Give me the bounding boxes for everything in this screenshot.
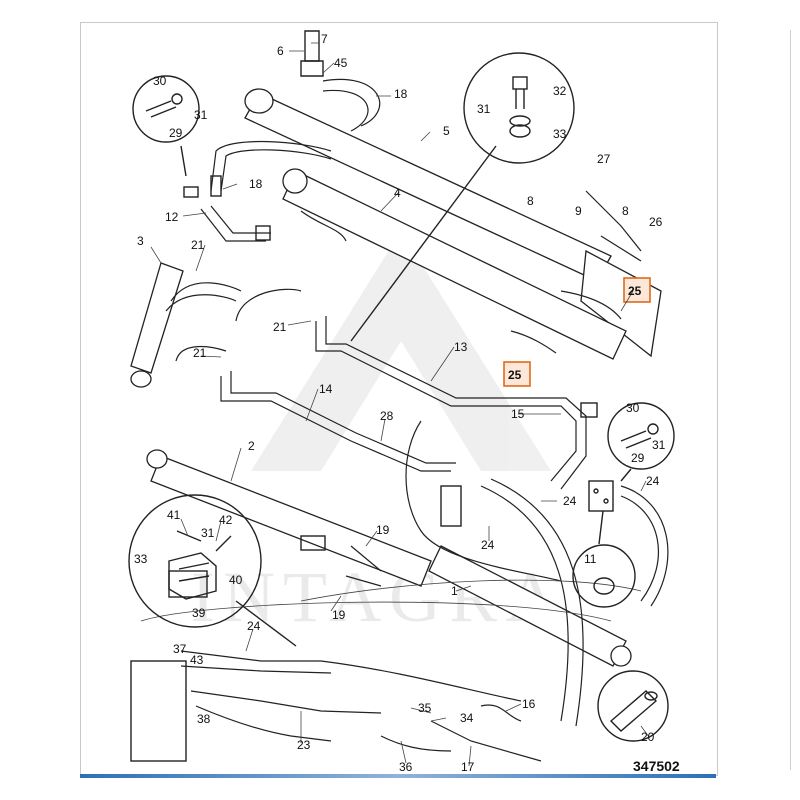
- inset-detail-30-31-29: [132, 75, 200, 177]
- callout-24: 24: [563, 494, 577, 508]
- callout-18: 18: [394, 87, 408, 101]
- callout-20: 20: [641, 730, 655, 744]
- callout-34: 34: [460, 711, 474, 725]
- callout-18: 18: [249, 177, 263, 191]
- inset-detail-20: [597, 670, 669, 742]
- callout-21: 21: [191, 238, 205, 252]
- cylinder-4: [282, 168, 627, 360]
- callout-35: 35: [418, 701, 432, 715]
- callout-43: 43: [190, 653, 204, 667]
- callout-33: 33: [134, 552, 148, 566]
- right-border-line: [790, 30, 791, 770]
- highlight-25-top: [623, 277, 651, 303]
- callouts: 7 6 45 18 30 31 29 5 32 31 33 27 18 4 8 …: [134, 32, 666, 774]
- callout-9: 9: [575, 204, 582, 218]
- callout-30: 30: [153, 74, 167, 88]
- fittings: [130, 30, 614, 762]
- highlight-25-mid: [503, 361, 531, 387]
- callout-36: 36: [399, 760, 413, 774]
- callout-31: 31: [201, 526, 215, 540]
- inset-detail-32-33: [350, 52, 575, 342]
- inset-detail-30-31-29-right: [607, 402, 675, 482]
- callout-6: 6: [277, 44, 284, 58]
- callout-29: 29: [631, 451, 645, 465]
- diagram-frame: INTAGRA: [80, 22, 718, 776]
- callout-8: 8: [527, 194, 534, 208]
- callout-37: 37: [173, 642, 187, 656]
- callout-25: 25: [628, 284, 642, 298]
- cylinder-2: [146, 449, 432, 587]
- callout-19: 19: [376, 523, 390, 537]
- callout-5: 5: [443, 124, 450, 138]
- callout-31: 31: [194, 108, 208, 122]
- callout-31: 31: [652, 438, 666, 452]
- callout-33: 33: [553, 127, 567, 141]
- callout-1: 1: [451, 584, 458, 598]
- hydraulic-parts-diagram: INTAGRA: [128, 30, 680, 774]
- callout-21: 21: [193, 346, 207, 360]
- callout-45: 45: [334, 56, 348, 70]
- leader-lines: [150, 42, 650, 767]
- callout-24: 24: [481, 538, 495, 552]
- callout-28: 28: [380, 409, 394, 423]
- callout-39: 39: [192, 606, 206, 620]
- callout-17: 17: [461, 760, 475, 774]
- callout-42: 42: [219, 513, 233, 527]
- callout-12: 12: [165, 210, 179, 224]
- callout-11: 11: [584, 552, 597, 566]
- bottom-scroll-bar: [80, 774, 716, 778]
- callout-41: 41: [167, 508, 181, 522]
- callout-26: 26: [649, 215, 663, 229]
- figure-number: 347502: [633, 758, 680, 774]
- callout-24: 24: [646, 474, 660, 488]
- inset-detail-11: [572, 510, 636, 608]
- callout-15: 15: [511, 407, 525, 421]
- callout-40: 40: [229, 573, 243, 587]
- callout-21: 21: [273, 320, 287, 334]
- callout-16: 16: [522, 697, 536, 711]
- hoses: [140, 78, 669, 762]
- callout-19: 19: [332, 608, 346, 622]
- cylinder-1: [428, 545, 632, 667]
- callout-30: 30: [626, 401, 640, 415]
- callout-38: 38: [197, 712, 211, 726]
- callout-8: 8: [622, 204, 629, 218]
- callout-7: 7: [321, 32, 328, 46]
- callout-23: 23: [297, 738, 311, 752]
- inset-detail-clamp-40: [128, 494, 297, 647]
- callout-32: 32: [553, 84, 567, 98]
- cylinder-3: [130, 262, 184, 388]
- callout-27: 27: [597, 152, 611, 166]
- callout-4: 4: [394, 186, 401, 200]
- callout-25: 25: [508, 368, 522, 382]
- callout-31: 31: [477, 102, 491, 116]
- callout-14: 14: [319, 382, 333, 396]
- callout-29: 29: [169, 126, 183, 140]
- callout-13: 13: [454, 340, 468, 354]
- callout-24: 24: [247, 619, 261, 633]
- callout-3: 3: [137, 234, 144, 248]
- callout-2: 2: [248, 439, 255, 453]
